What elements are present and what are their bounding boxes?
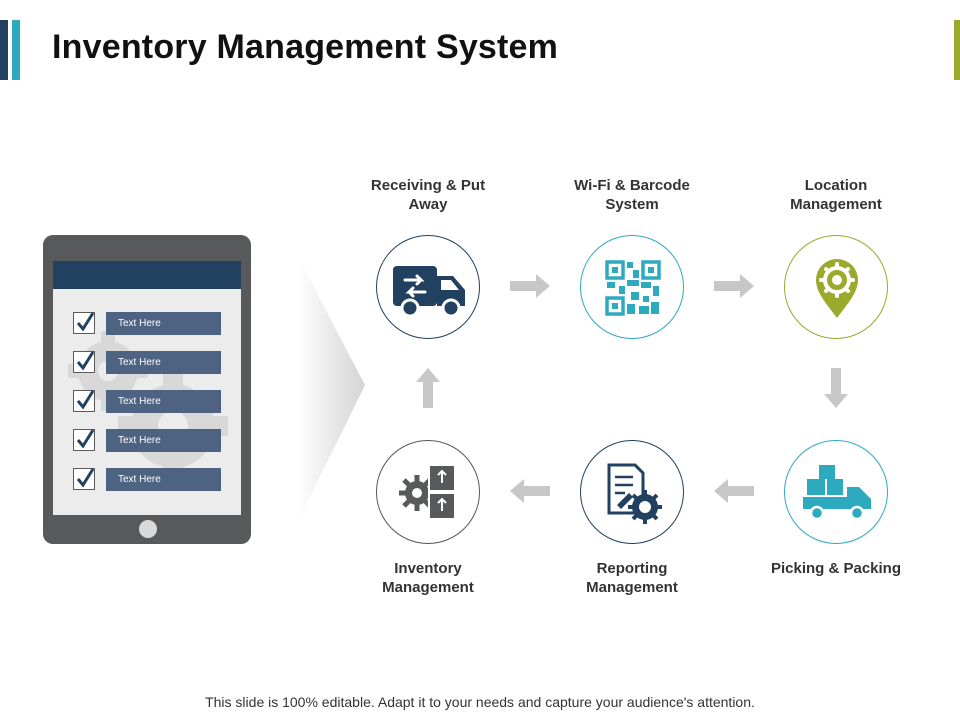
checkbox[interactable]: [73, 429, 95, 451]
arrow-down: [824, 368, 848, 408]
footer-note: This slide is 100% editable. Adapt it to…: [205, 694, 755, 710]
step-inventory-management[interactable]: [376, 440, 480, 544]
slide-title: Inventory Management System: [52, 28, 559, 66]
checkmark-icon: [76, 312, 95, 332]
arrow-left-1: [714, 479, 754, 503]
step-label-picking: Picking & Packing: [770, 560, 902, 577]
step-label-barcode: Wi-Fi & Barcode System: [574, 177, 690, 213]
step-wifi-barcode-system[interactable]: [580, 235, 684, 339]
report-gear-icon: [607, 463, 662, 524]
step-label-receiving: Receiving & Put Away: [370, 177, 486, 213]
title-accent-bar-teal: [12, 20, 20, 80]
title-accent-bar-navy: [0, 20, 8, 80]
title-accent-bar-olive: [954, 20, 960, 80]
checkmark-icon: [76, 429, 95, 449]
qr-code-icon: [605, 260, 661, 316]
checklist-item-label: Text Here: [106, 468, 221, 491]
arrow-left-2: [510, 479, 550, 503]
gear-boxes-icon: [399, 464, 456, 520]
arrow-right-1: [510, 274, 550, 298]
checkmark-icon: [76, 468, 95, 488]
checkmark-icon: [76, 351, 95, 371]
step-receiving-put-away[interactable]: [376, 235, 480, 339]
step-location-management[interactable]: [784, 235, 888, 339]
checkbox[interactable]: [73, 468, 95, 490]
checkbox[interactable]: [73, 351, 95, 373]
chevron-shape: [297, 255, 365, 523]
checklist-item-label: Text Here: [106, 312, 221, 335]
location-gear-pin-icon: [816, 259, 858, 318]
step-picking-packing[interactable]: [784, 440, 888, 544]
checkbox[interactable]: [73, 312, 95, 334]
tablet-screen-header: [53, 261, 241, 289]
arrow-up: [416, 368, 440, 408]
checkmark-icon: [76, 390, 95, 410]
delivery-truck-icon: [393, 266, 465, 318]
arrow-right-2: [714, 274, 754, 298]
step-label-inventory: Inventory Management: [382, 560, 474, 596]
step-label-reporting: Reporting Management: [586, 560, 678, 596]
checklist-item-label: Text Here: [106, 429, 221, 452]
cargo-truck-icon: [803, 465, 871, 521]
tablet-home-button: [139, 520, 157, 538]
step-label-location: Location Management: [790, 177, 882, 213]
checklist-item-label: Text Here: [106, 390, 221, 413]
checkbox[interactable]: [73, 390, 95, 412]
checklist-item-label: Text Here: [106, 351, 221, 374]
step-reporting-management[interactable]: [580, 440, 684, 544]
